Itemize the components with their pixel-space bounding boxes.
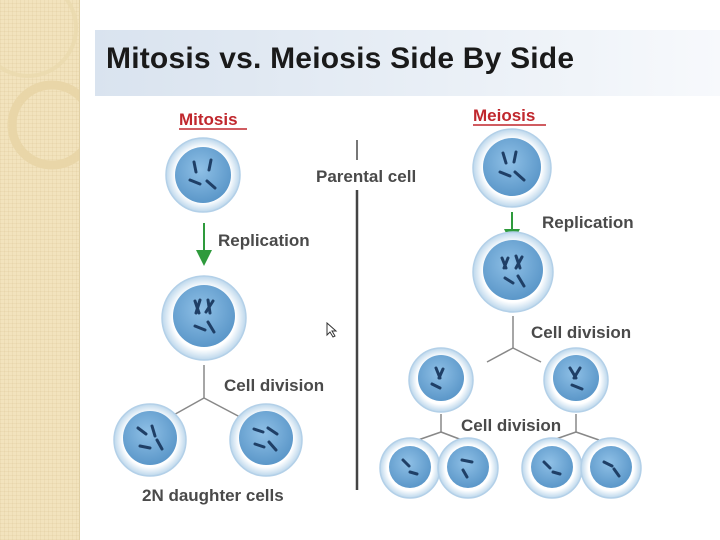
meiosis-replication-label: Replication (542, 213, 634, 232)
mouse-cursor-icon (326, 322, 338, 338)
meiosis-secondary-cell-right (544, 348, 608, 412)
meiosis-division2-left-bracket (418, 414, 462, 440)
meiosis-gamete-3 (522, 438, 582, 498)
meiosis-division1-branch-left (487, 348, 513, 362)
mitosis-heading: Mitosis (179, 110, 238, 129)
mitosis-replicated-cell (162, 276, 246, 360)
mitosis-division-branch-right (204, 398, 240, 417)
meiosis-gamete-2 (438, 438, 498, 498)
parental-cell-label: Parental cell (316, 167, 416, 186)
mitosis-daughter-cell-right (230, 404, 302, 476)
mitosis-parental-cell (166, 138, 240, 212)
mitosis-daughter-cell-left (114, 404, 186, 476)
mitosis-cell-division-label: Cell division (224, 376, 324, 395)
meiosis-secondary-cell-left (409, 348, 473, 412)
meiosis-cell-division-1-label: Cell division (531, 323, 631, 342)
meiosis-cell-division-2-label: Cell division (461, 416, 561, 435)
meiosis-division1-branch-right (513, 348, 541, 362)
meiosis-parental-cell (473, 129, 551, 207)
meiosis-replicated-cell (473, 232, 553, 312)
meiosis-gamete-4 (581, 438, 641, 498)
meiosis-gamete-1 (380, 438, 440, 498)
mitosis-replication-label: Replication (218, 231, 310, 250)
daughter-cells-label: 2N daughter cells (142, 486, 284, 505)
meiosis-heading: Meiosis (473, 106, 535, 125)
